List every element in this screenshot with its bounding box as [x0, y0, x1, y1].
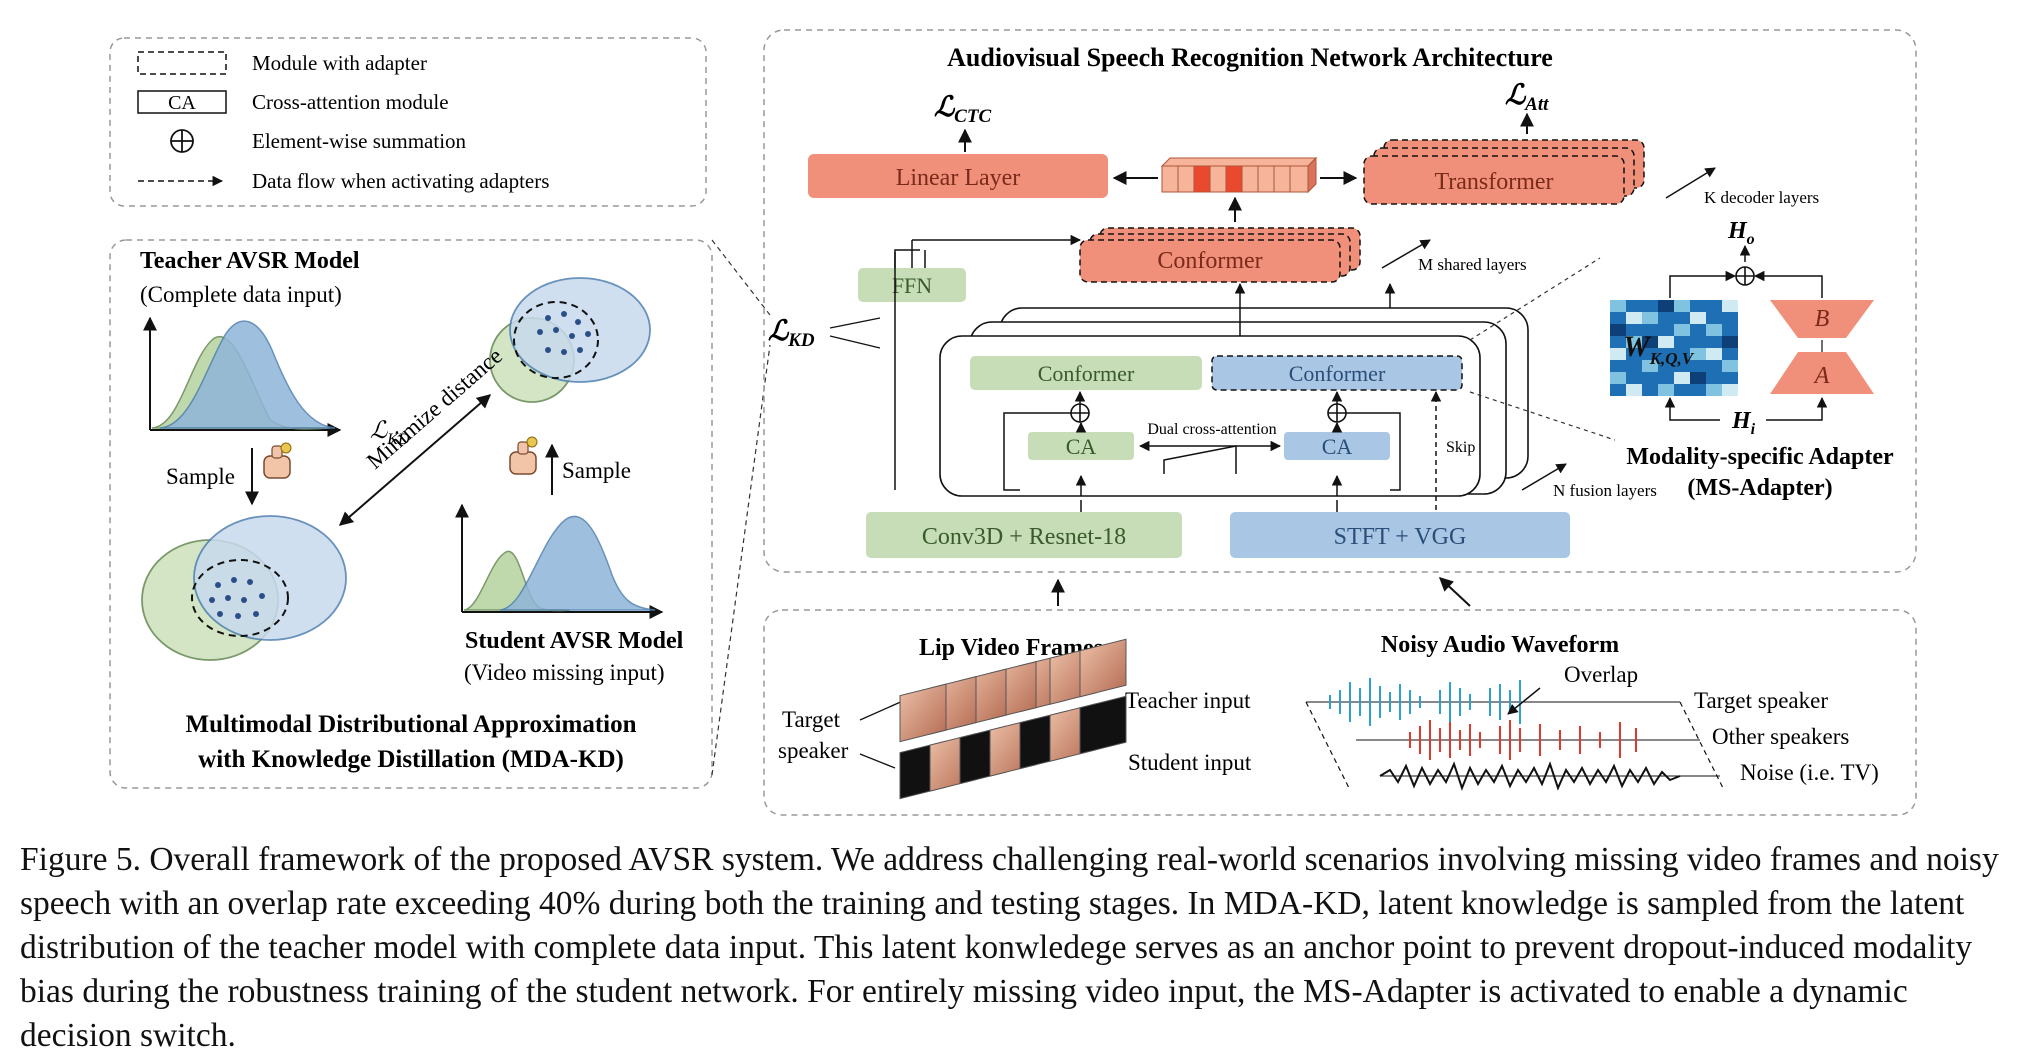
student-subtitle: (Video missing input)	[464, 660, 665, 685]
minimize-distance-label: Minimize distance	[362, 343, 507, 474]
legend-adapter: Module with adapter	[252, 51, 427, 75]
mdakd-title-line1: Multimodal Distributional Approximation	[186, 711, 637, 738]
framework-figure: Module with adapter CA Cross-attention m…	[109, 29, 1917, 816]
architecture-title: Audiovisual Speech Recognition Network A…	[947, 43, 1553, 72]
sum-icon	[1327, 403, 1347, 423]
ca-symbol	[137, 90, 227, 114]
legend-ca: Cross-attention module	[252, 90, 449, 114]
adapter-symbol	[137, 51, 227, 75]
k-layers-label: K decoder layers	[1704, 188, 1819, 207]
teacher-latent-ellipses	[489, 277, 651, 403]
linear-layer-label: Linear Layer	[896, 165, 1021, 191]
l-att-label: ℒAtt	[1505, 80, 1549, 115]
legend-sum: Element-wise summation	[252, 129, 467, 153]
adapter-b-label: B	[1815, 306, 1830, 332]
stft-vgg-label: STFT + VGG	[1334, 524, 1467, 550]
visual-conformer-box	[970, 356, 1202, 390]
skip-label: Skip	[1446, 439, 1475, 456]
ms-adapter-title: Modality-specific Adapter	[1626, 444, 1894, 470]
inputs-panel: Lip Video Frames Noisy Audio Waveform Ta…	[763, 609, 1917, 816]
ms-adapter-subtitle: (MS-Adapter)	[1687, 475, 1832, 501]
audio-conformer-box	[1211, 355, 1463, 391]
student-title: Student AVSR Model	[465, 628, 684, 654]
sum-icon	[1735, 266, 1755, 286]
legend-flow: Data flow when activating adapters	[252, 169, 549, 193]
hand-icon	[509, 436, 538, 475]
ffn-label: FFN	[892, 273, 932, 298]
ffn-box	[858, 268, 966, 302]
target-speaker-label: Target speaker	[1694, 688, 1828, 713]
fusion-layers-stack	[939, 307, 1529, 497]
l-kd-label: ℒKD	[768, 316, 815, 351]
conv3d-resnet-label: Conv3D + Resnet-18	[922, 524, 1126, 550]
token-embedding-strip	[1160, 156, 1318, 194]
minimize-distance-arrow	[338, 394, 492, 526]
teacher-lip-frames	[899, 638, 1127, 743]
student-distribution-plot	[455, 503, 664, 619]
student-lip-frames	[899, 695, 1127, 800]
audio-ca-label: CA	[1322, 434, 1353, 459]
teacher-distribution-plot	[143, 316, 342, 437]
architecture-panel: Audiovisual Speech Recognition Network A…	[763, 29, 1917, 573]
overlap-label: Overlap	[1564, 662, 1638, 687]
audio-conformer-label: Conformer	[1289, 361, 1386, 386]
student-latent-ellipses	[141, 515, 347, 661]
h-i-label: Hi	[1731, 408, 1756, 438]
mdakd-panel: Teacher AVSR Model (Complete data input)…	[109, 239, 713, 789]
stft-vgg-box	[1230, 512, 1570, 558]
teacher-input-label: Teacher input	[1125, 688, 1251, 713]
transformer-label: Transformer	[1434, 169, 1553, 195]
shared-conformer-stack: Conformer	[1079, 227, 1361, 283]
audio-ca-box	[1284, 432, 1390, 460]
figure-caption: Figure 5. Overall framework of the propo…	[20, 841, 1999, 1054]
teacher-title: Teacher AVSR Model	[140, 248, 360, 274]
sample-label-left: Sample	[166, 464, 235, 489]
h-o-label: Ho	[1727, 218, 1755, 248]
sum-icon	[170, 129, 194, 153]
shared-conformer-label: Conformer	[1157, 248, 1262, 274]
legend-frame	[109, 37, 707, 207]
speaker-label: speaker	[778, 738, 849, 763]
hand-icon	[263, 442, 292, 479]
audio-waveforms	[1305, 678, 1725, 791]
linear-layer-box	[808, 154, 1108, 198]
mdakd-title-line2: with Knowledge Distillation (MDA-KD)	[198, 746, 624, 773]
other-speakers-label: Other speakers	[1712, 724, 1849, 749]
dual-cross-attention-label: Dual cross-attention	[1147, 421, 1276, 438]
conv3d-resnet-box	[866, 512, 1182, 558]
l-ctc-label: ℒCTC	[934, 92, 991, 127]
noise-label: Noise (i.e. TV)	[1740, 760, 1879, 785]
ms-adapter: Ho	[1610, 218, 1894, 501]
visual-conformer-label: Conformer	[1038, 361, 1135, 386]
target-label: Target	[782, 707, 841, 732]
visual-ca-box	[1028, 432, 1134, 460]
visual-ca-label: CA	[1066, 434, 1097, 459]
student-input-label: Student input	[1128, 750, 1252, 775]
adapter-b-block	[1770, 300, 1874, 338]
weight-matrix	[1610, 300, 1738, 396]
mdakd-frame	[109, 239, 713, 789]
legend-ca-box: CA	[168, 92, 196, 114]
m-layers-label: M shared layers	[1418, 255, 1527, 274]
transformer-stack: Transformer	[1363, 139, 1645, 205]
audio-title: Noisy Audio Waveform	[1381, 632, 1619, 658]
legend: Module with adapter CA Cross-attention m…	[109, 37, 707, 207]
teacher-subtitle: (Complete data input)	[140, 282, 342, 307]
adapter-a-label: A	[1813, 363, 1830, 389]
adapter-a-block	[1770, 352, 1874, 394]
sample-label-right: Sample	[562, 458, 631, 483]
architecture-frame	[763, 29, 1917, 573]
sum-icon	[1070, 403, 1090, 423]
n-layers-label: N fusion layers	[1553, 481, 1657, 500]
